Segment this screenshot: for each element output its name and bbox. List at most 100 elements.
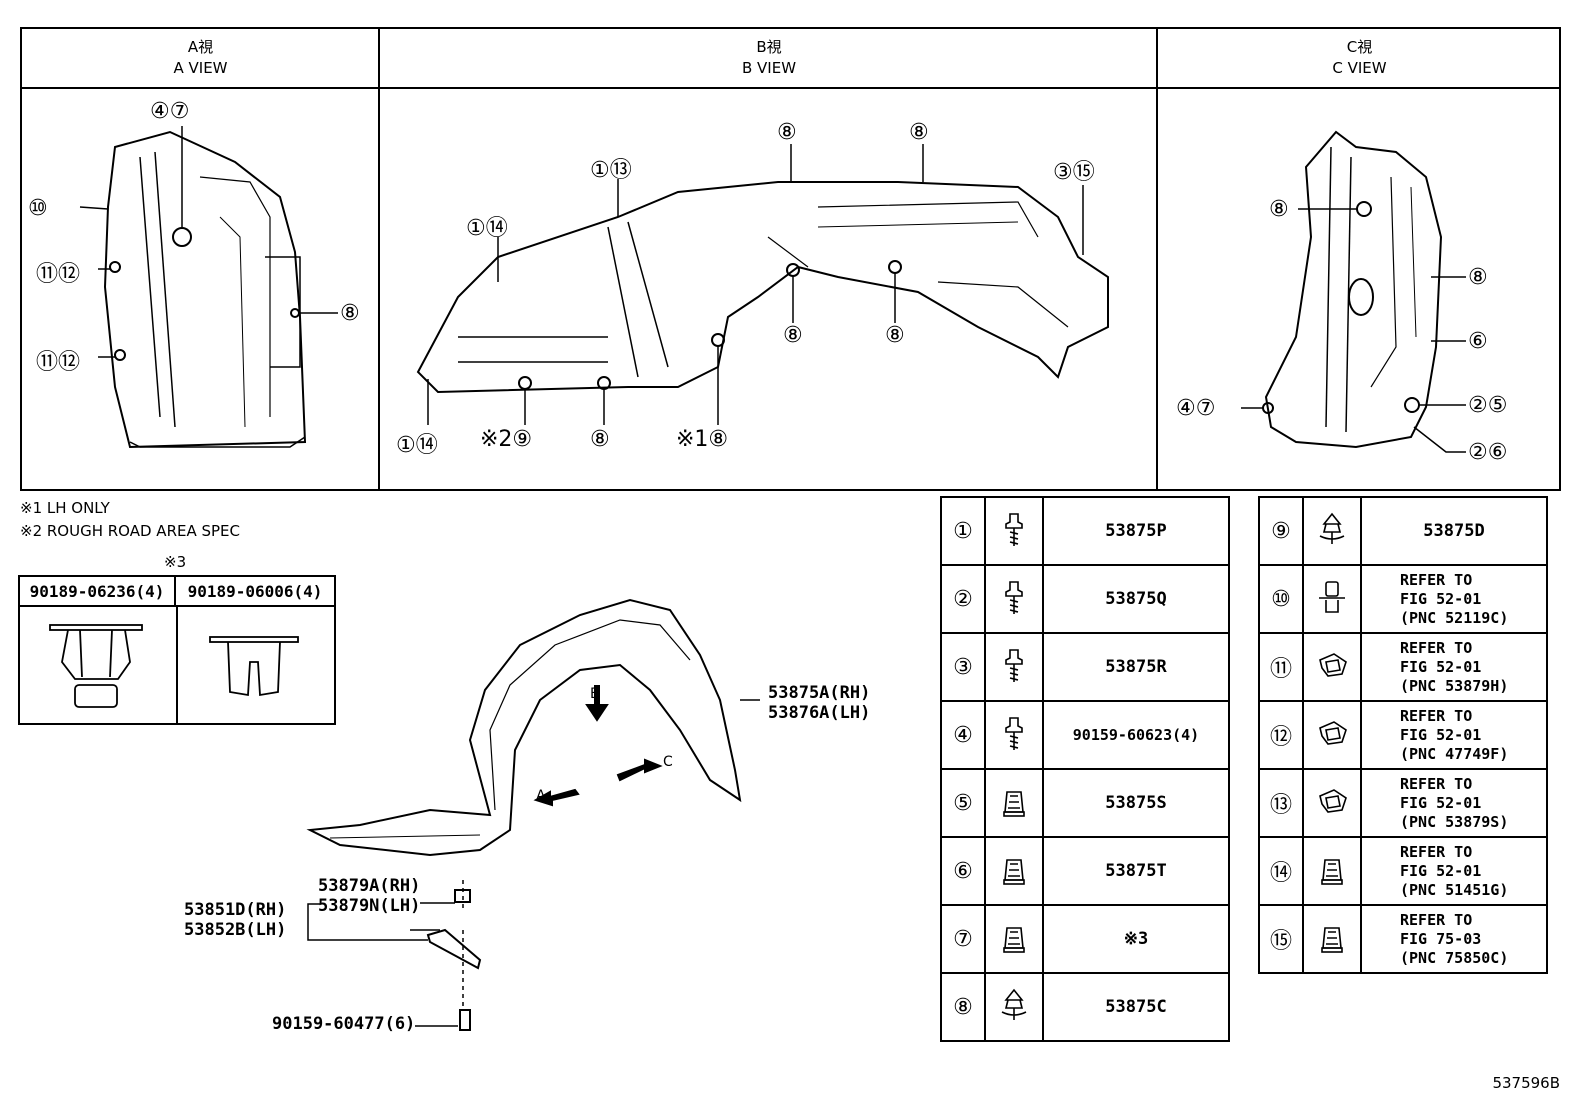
part-description-cell: 53875P (1042, 496, 1230, 566)
clip-part-number: 90189-06006(4) (176, 577, 334, 607)
view-a-callout-11-12: ⑪⑫ (36, 262, 81, 287)
part-number: 90159-60623(4) (1072, 726, 1200, 744)
part-icon-cell (1302, 836, 1362, 906)
part-number: 53875Q (1105, 589, 1167, 609)
liner-rh-part: 53875A(RH) (768, 683, 871, 703)
part-index: ⑭ (1269, 861, 1292, 886)
parts-table-row: ⑦ ※3 (940, 904, 1230, 974)
part-icon-cell (1302, 564, 1362, 634)
part-number: 53875R (1105, 657, 1167, 677)
view-c-callout-8: ⑧ (1468, 265, 1488, 290)
part-index: ⑬ (1269, 793, 1292, 818)
part-icon-cell (1302, 904, 1362, 974)
view-b-callout-8: ⑧ (783, 323, 803, 348)
parts-table-row: ① 53875P (940, 496, 1230, 566)
spring-clip-icon (1319, 721, 1347, 745)
refer-line: (PNC 53879S) (1400, 812, 1509, 831)
part-icon-cell (984, 700, 1044, 770)
part-index: ② (953, 586, 973, 612)
view-b-callout-8-lh: ※1⑧ (676, 427, 729, 452)
screw-icon (1005, 649, 1023, 682)
view-c-callout-6: ⑥ (1468, 329, 1488, 354)
fender-liner-drawing (306, 598, 760, 1031)
view-a-drawing (79, 126, 338, 449)
refer-line: (PNC 75850C) (1400, 948, 1509, 967)
screw-icon (1005, 717, 1023, 750)
view-c-title-en: C VIEW (1332, 59, 1387, 77)
part-number-cell: ⑦ (940, 904, 986, 974)
clip-note: ※3 (164, 553, 187, 571)
refer-line: REFER TO (1400, 774, 1473, 793)
part-icon-cell (984, 632, 1044, 702)
refer-line: REFER TO (1400, 842, 1473, 861)
clip-90189-06236-icon (49, 624, 143, 708)
nut-clip-icon (1321, 927, 1343, 953)
part-index: ④ (953, 722, 973, 748)
note-rough-road: ※2 ROUGH ROAD AREA SPEC (20, 522, 241, 540)
part-number-cell: ⑮ (1258, 904, 1304, 974)
part-number: 53875P (1105, 521, 1167, 541)
view-b-header: B視 B VIEW (380, 29, 1158, 89)
part-icon-cell (984, 836, 1044, 906)
part-index: ⑫ (1269, 725, 1292, 750)
clip-90189-06006-icon (209, 636, 299, 697)
part-number-cell: ⑨ (1258, 496, 1304, 566)
view-b-callout-1-14: ①⑭ (466, 216, 508, 241)
screw-icon (1005, 513, 1023, 546)
part-number-cell: ④ (940, 700, 986, 770)
part-number: ※3 (1123, 929, 1149, 949)
clip-detail-box: 90189-06236(4) 90189-06006(4) (18, 575, 336, 725)
part-number-cell: ⑥ (940, 836, 986, 906)
view-c-callout-4-7: ④⑦ (1176, 396, 1216, 421)
part-number-cell: ⑫ (1258, 700, 1304, 770)
part-icon-cell (984, 972, 1044, 1042)
view-b-callout-8: ⑧ (885, 323, 905, 348)
refer-line: (PNC 53879H) (1400, 676, 1509, 695)
view-b-callout-8: ⑧ (909, 120, 929, 145)
part-number-cell: ⑭ (1258, 836, 1304, 906)
part-icon-cell (984, 564, 1044, 634)
part-index: ⑥ (953, 858, 973, 884)
view-c-callout-2-5: ②⑤ (1468, 393, 1508, 418)
view-c-header: C視 C VIEW (1158, 29, 1561, 89)
view-a-title-jp: A視 (187, 38, 214, 56)
parts-table-row: ② 53875Q (940, 564, 1230, 634)
view-a-callout-8: ⑧ (340, 301, 360, 326)
part-index: ⑨ (1271, 518, 1291, 544)
refer-line: FIG 52-01 (1400, 861, 1482, 880)
bracket-rh-part: 53851D(RH) (184, 900, 287, 920)
refer-line: FIG 52-01 (1400, 657, 1482, 676)
part-index: ① (953, 518, 973, 544)
refer-line: (PNC 52119C) (1400, 608, 1509, 627)
refer-line: REFER TO (1400, 706, 1473, 725)
view-a-callout-10: ⑩ (28, 196, 48, 221)
view-a-callout-4-7: ④⑦ (150, 99, 190, 124)
figure-id: 537596B (1492, 1074, 1560, 1092)
view-b-title-jp: B視 (756, 38, 782, 56)
spring-clip-icon (1319, 653, 1347, 677)
part-index: ⑪ (1269, 657, 1292, 682)
views-frame: A視 A VIEW B視 B VIEW C視 C VIEW (20, 27, 1561, 491)
view-b-callout-9: ※2⑨ (480, 427, 533, 452)
view-b-title-en: B VIEW (741, 59, 797, 77)
view-b-drawing (416, 144, 1109, 425)
view-b-callout-1-13: ①⑬ (590, 158, 632, 183)
refer-line: REFER TO (1400, 638, 1473, 657)
divider (176, 605, 178, 723)
refer-line: FIG 52-01 (1400, 793, 1482, 812)
note-lh-only: ※1 LH ONLY (20, 499, 110, 517)
part-number-cell: ⑩ (1258, 564, 1304, 634)
part-number-cell: ⑬ (1258, 768, 1304, 838)
part-icon-cell (984, 904, 1044, 974)
